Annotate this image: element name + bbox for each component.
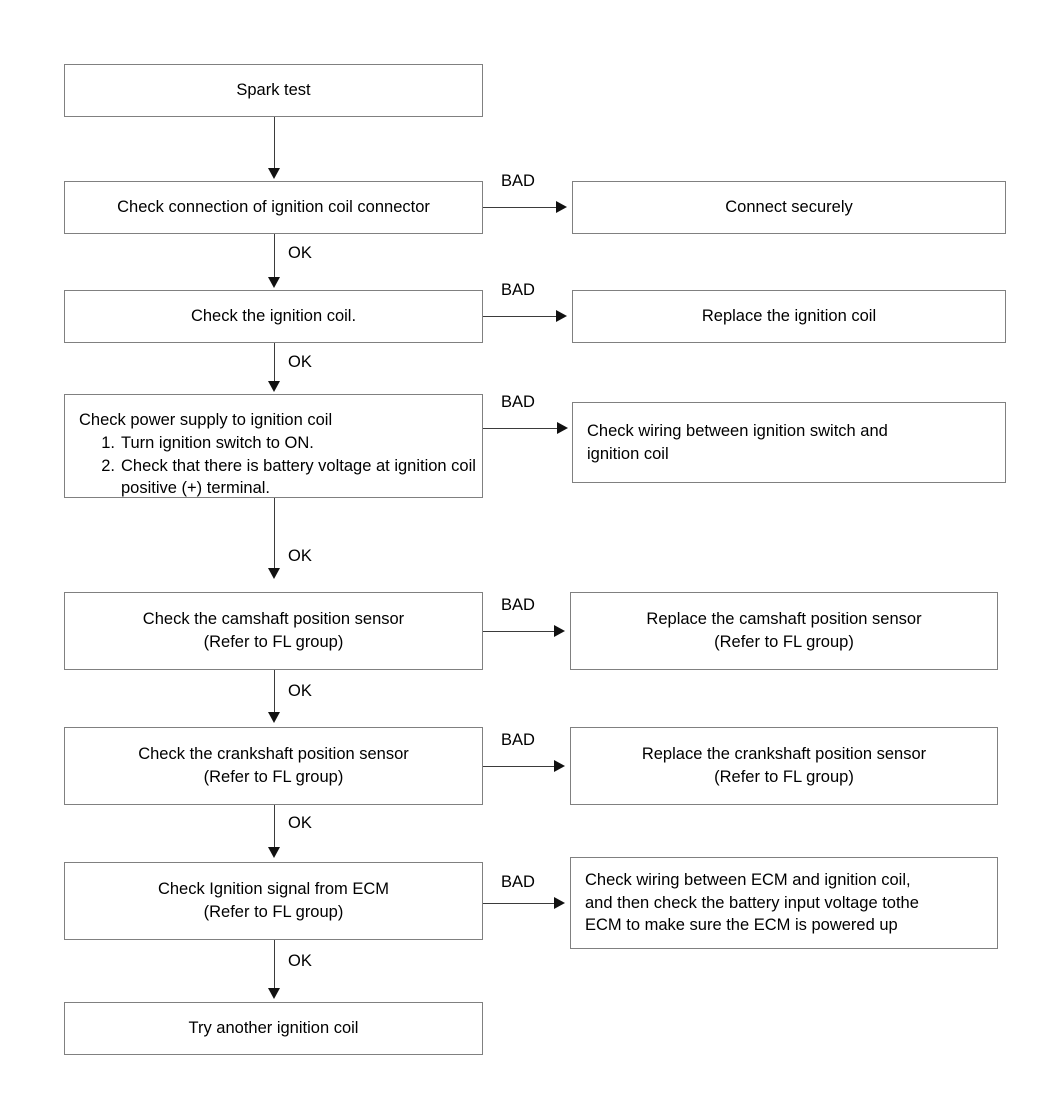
edge-label-ok-2: OK: [288, 353, 312, 371]
node-try-another-coil-label: Try another ignition coil: [188, 1019, 359, 1038]
node-check-wiring-ecm[interactable]: Check wiring between ECM and ignition co…: [570, 857, 998, 949]
arrowhead-right-bad-ckp: [554, 760, 565, 772]
node-try-another-coil[interactable]: Try another ignition coil: [64, 1002, 483, 1055]
connector-bad-ecm: [483, 903, 559, 904]
connector-bad-power: [483, 428, 562, 429]
arrowhead-right-bad-connector: [556, 201, 567, 213]
connector-spark-to-connector: [274, 117, 275, 168]
arrowhead-down-ckp-to-ecm: [268, 847, 280, 858]
connector-power-to-cmp: [274, 498, 275, 568]
edge-label-bad-6: BAD: [501, 873, 535, 891]
node-check-cmp[interactable]: Check the camshaft position sensor (Refe…: [64, 592, 483, 670]
arrowhead-down-coil-to-power: [268, 381, 280, 392]
connector-ecm-to-try-coil: [274, 940, 275, 988]
node-connect-securely-label: Connect securely: [725, 198, 853, 217]
connector-coil-to-power: [274, 343, 275, 381]
power-supply-step-list: 1. Turn ignition switch to ON. 2. Check …: [65, 432, 482, 500]
node-replace-coil-label: Replace the ignition coil: [701, 307, 877, 326]
edge-label-ok-5: OK: [288, 814, 312, 832]
edge-label-ok-1: OK: [288, 244, 312, 262]
arrowhead-right-bad-ecm: [554, 897, 565, 909]
node-replace-ckp-label: Replace the crankshaft position sensor (…: [641, 745, 927, 786]
connector-bad-ckp: [483, 766, 559, 767]
edge-label-ok-6: OK: [288, 952, 312, 970]
connector-bad-coil: [483, 316, 561, 317]
connector-bad-connector: [483, 207, 561, 208]
arrowhead-down-spark-to-connector: [268, 168, 280, 179]
connector-ckp-to-ecm: [274, 805, 275, 847]
node-check-coil-label: Check the ignition coil.: [190, 307, 357, 326]
node-check-cmp-label: Check the camshaft position sensor (Refe…: [142, 610, 405, 651]
power-supply-step-2: 2. Check that there is battery voltage a…: [101, 455, 482, 501]
edge-label-bad-2: BAD: [501, 281, 535, 299]
arrowhead-down-power-to-cmp: [268, 568, 280, 579]
arrowhead-down-connector-to-coil: [268, 277, 280, 288]
node-spark-test[interactable]: Spark test: [64, 64, 483, 117]
node-connect-securely[interactable]: Connect securely: [572, 181, 1006, 234]
node-replace-ckp[interactable]: Replace the crankshaft position sensor (…: [570, 727, 998, 805]
node-check-ecm-signal-label: Check Ignition signal from ECM (Refer to…: [157, 880, 390, 921]
node-check-wiring-switch-label: Check wiring between ignition switch and…: [587, 421, 888, 463]
connector-cmp-to-ckp: [274, 670, 275, 712]
arrowhead-down-ecm-to-try-coil: [268, 988, 280, 999]
step-text: Turn ignition switch to ON.: [121, 433, 314, 452]
node-check-connector[interactable]: Check connection of ignition coil connec…: [64, 181, 483, 234]
connector-connector-to-coil: [274, 234, 275, 277]
arrowhead-right-bad-power: [557, 422, 568, 434]
arrowhead-right-bad-cmp: [554, 625, 565, 637]
node-check-power-supply[interactable]: Check power supply to ignition coil 1. T…: [64, 394, 483, 498]
edge-label-ok-3: OK: [288, 547, 312, 565]
node-replace-cmp[interactable]: Replace the camshaft position sensor (Re…: [570, 592, 998, 670]
edge-label-bad-1: BAD: [501, 172, 535, 190]
arrowhead-down-cmp-to-ckp: [268, 712, 280, 723]
power-supply-step-1: 1. Turn ignition switch to ON.: [101, 432, 482, 455]
edge-label-bad-5: BAD: [501, 731, 535, 749]
arrowhead-right-bad-coil: [556, 310, 567, 322]
step-number: 1.: [101, 433, 115, 452]
edge-label-bad-3: BAD: [501, 393, 535, 411]
edge-label-bad-4: BAD: [501, 596, 535, 614]
step-number: 2.: [101, 456, 115, 475]
node-check-power-supply-heading: Check power supply to ignition coil: [79, 411, 333, 429]
node-check-wiring-switch[interactable]: Check wiring between ignition switch and…: [572, 402, 1006, 483]
node-check-coil[interactable]: Check the ignition coil.: [64, 290, 483, 343]
connector-bad-cmp: [483, 631, 559, 632]
node-replace-cmp-label: Replace the camshaft position sensor (Re…: [646, 610, 922, 651]
node-check-wiring-ecm-label: Check wiring between ECM and ignition co…: [585, 870, 919, 935]
node-check-connector-label: Check connection of ignition coil connec…: [117, 198, 430, 217]
node-check-ckp-label: Check the crankshaft position sensor (Re…: [138, 745, 409, 786]
step-text: Check that there is battery voltage at i…: [121, 456, 476, 498]
node-replace-coil[interactable]: Replace the ignition coil: [572, 290, 1006, 343]
node-spark-test-label: Spark test: [236, 81, 311, 100]
edge-label-ok-4: OK: [288, 682, 312, 700]
node-check-ecm-signal[interactable]: Check Ignition signal from ECM (Refer to…: [64, 862, 483, 940]
node-check-ckp[interactable]: Check the crankshaft position sensor (Re…: [64, 727, 483, 805]
